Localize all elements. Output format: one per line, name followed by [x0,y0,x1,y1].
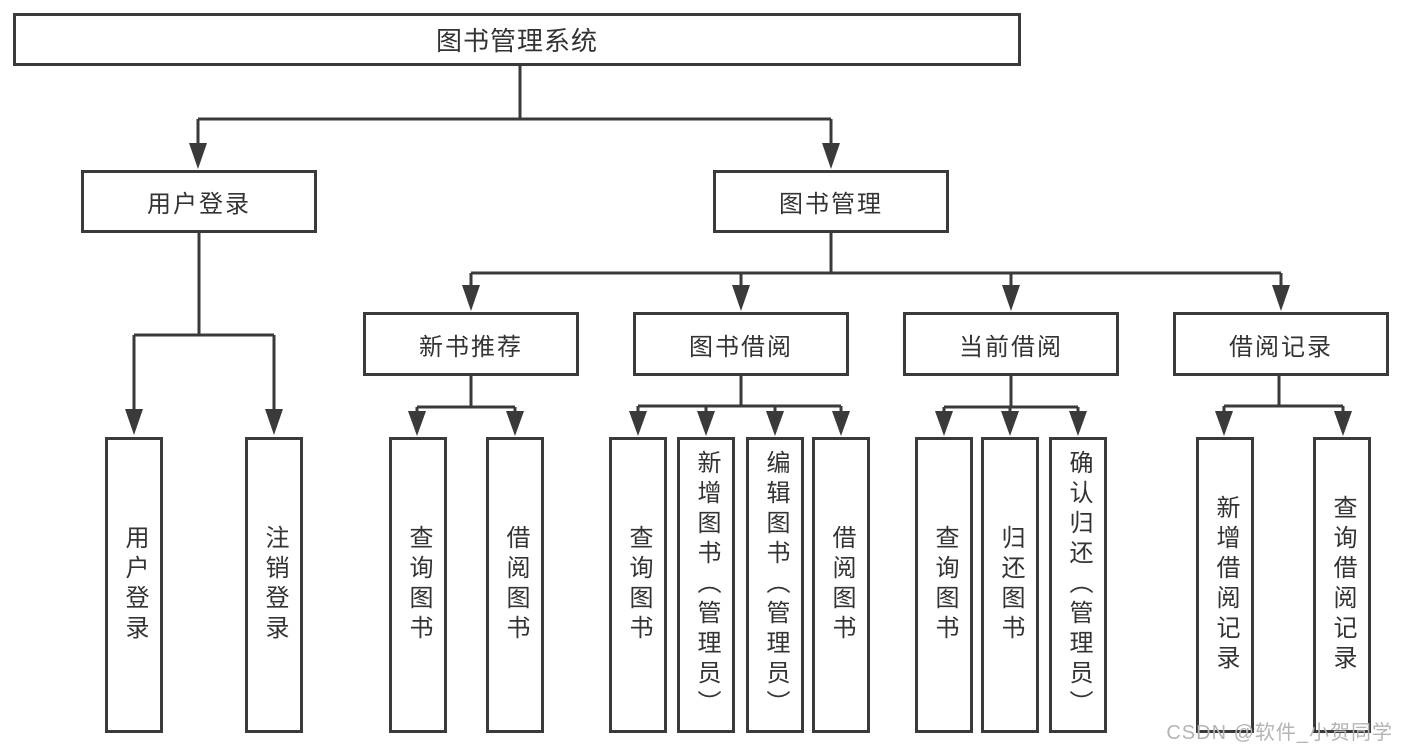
arrowhead-icon [697,411,715,436]
connector-borrowrecord-to-children [1222,376,1345,412]
arrowhead-icon [1334,411,1352,436]
arrowhead-icon [408,411,426,436]
node-book-borrow: 图书借阅 [633,312,849,376]
connector-root-to-level2 [196,66,833,145]
node-user-login-leaf: 用户登录 [105,437,163,733]
arrowhead-icon [1215,411,1233,436]
connector-bookmgmt-to-level3 [469,233,1283,287]
node-add-book-admin: 新增图书（管理员） [677,437,735,733]
arrowhead-icon [189,143,207,169]
node-query-book-2: 查询图书 [609,437,667,733]
node-user-login: 用户登录 [81,170,317,233]
arrowhead-icon [1002,285,1020,311]
node-logout-leaf: 注销登录 [245,437,303,733]
arrowhead-icon [766,411,784,436]
node-confirm-return-admin: 确认归还（管理员） [1049,437,1107,733]
connector-userlogin-to-children [132,233,276,411]
node-current-borrow: 当前借阅 [903,312,1119,376]
node-add-borrow-record: 新增借阅记录 [1196,437,1254,733]
node-book-management: 图书管理 [713,170,949,233]
node-query-book-1: 查询图书 [389,437,447,733]
arrowhead-icon [629,411,647,436]
node-borrow-records: 借阅记录 [1173,312,1389,376]
watermark-text: CSDN @软件_小贺同学 [1166,722,1393,744]
node-return-book: 归还图书 [981,437,1039,733]
node-borrow-book-1: 借阅图书 [486,437,544,733]
arrowhead-icon [125,409,143,435]
connector-currentborrow-to-children [942,376,1080,412]
node-new-book-recommend: 新书推荐 [363,312,579,376]
arrowhead-icon [822,143,840,169]
arrowhead-icon [935,411,953,436]
arrowhead-icon [832,411,850,436]
arrowhead-icon [506,411,524,436]
node-borrow-book-2: 借阅图书 [812,437,870,733]
arrowhead-icon [1001,411,1019,436]
arrowhead-icon [1069,411,1087,436]
node-query-book-3: 查询图书 [915,437,973,733]
node-query-borrow-record: 查询借阅记录 [1313,437,1371,733]
arrowhead-icon [732,285,750,311]
arrowhead-icon [265,409,283,435]
node-edit-book-admin: 编辑图书（管理员） [746,437,804,733]
arrowhead-icon [462,285,480,311]
arrowhead-icon [1272,285,1290,311]
connector-bookborrow-to-children [636,376,843,412]
connector-newbook-to-children [415,376,517,412]
node-root: 图书管理系统 [13,13,1021,66]
